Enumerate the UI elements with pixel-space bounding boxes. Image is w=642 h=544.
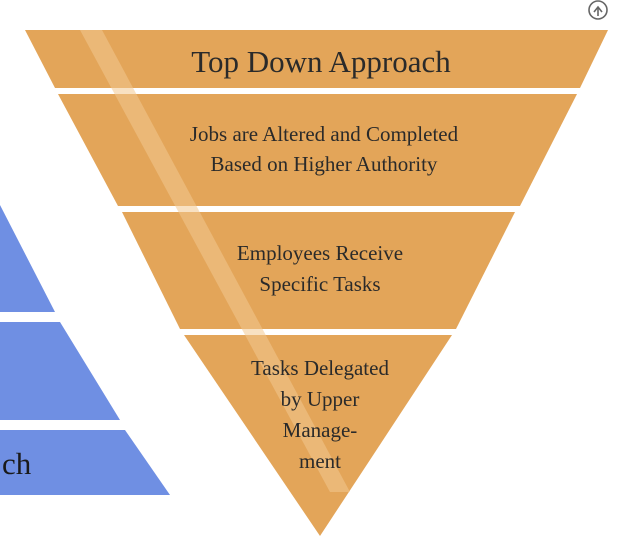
highlight-streak bbox=[80, 30, 350, 492]
circled-arrow-icon[interactable] bbox=[588, 0, 608, 20]
tier-3-line-2: by Upper bbox=[281, 387, 360, 411]
bottom-up-pyramid: ch bbox=[0, 205, 170, 495]
bottom-up-label: ch bbox=[2, 446, 32, 481]
tier-3-line-1: Tasks Delegated bbox=[251, 356, 389, 380]
top-down-tier-1 bbox=[58, 94, 577, 206]
bottom-up-tier-top bbox=[0, 205, 55, 312]
bottom-up-tier-bottom bbox=[0, 430, 170, 495]
tier-3-line-4: ment bbox=[299, 449, 341, 473]
top-down-pyramid: Top Down Approach Jobs are Altered and C… bbox=[25, 30, 608, 536]
top-down-tier-2 bbox=[122, 212, 515, 329]
tier-1-line-2: Based on Higher Authority bbox=[211, 152, 438, 176]
top-down-title-band bbox=[25, 30, 608, 88]
bottom-up-tier-middle bbox=[0, 322, 120, 420]
tier-3-line-3: Manage- bbox=[283, 418, 358, 442]
tier-2-line-1: Employees Receive bbox=[237, 241, 403, 265]
tier-1-line-1: Jobs are Altered and Completed bbox=[190, 122, 459, 146]
top-down-title: Top Down Approach bbox=[191, 44, 451, 79]
tier-2-line-2: Specific Tasks bbox=[259, 272, 380, 296]
